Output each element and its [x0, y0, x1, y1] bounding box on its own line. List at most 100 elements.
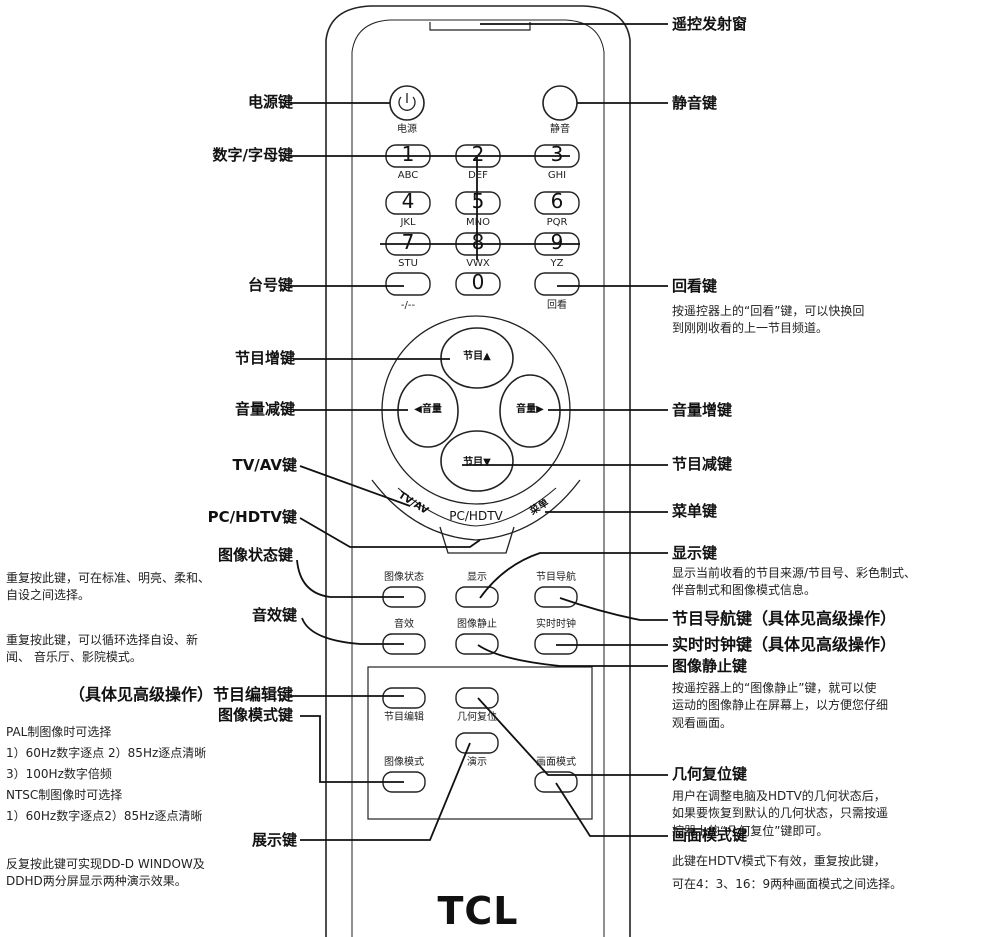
ir-window-callout: 遥控发射窗 — [672, 15, 748, 33]
display-key — [455, 586, 499, 608]
ir-window — [429, 22, 531, 31]
audio-description: 重复按此键，可以循环选择自设、新 闻、 音乐厅、影院模式。 — [6, 633, 199, 665]
vol-up-key — [499, 374, 561, 448]
digit-3[interactable]: 3 — [550, 142, 564, 166]
picture-mode-callout: 图像模式键 — [217, 706, 293, 724]
power-icon — [398, 93, 416, 111]
freeze-key — [455, 633, 499, 655]
mute-key-label: 静音 — [550, 124, 570, 135]
picture-mode-description: PAL制图像时可选择 1）60Hz数字逐点 2）85Hz逐点清晰 3）100Hz… — [6, 725, 207, 823]
digits-callout: 数字/字母键 — [212, 146, 293, 164]
ch-up-key — [440, 327, 514, 389]
geometry-reset-key — [455, 687, 499, 709]
digit-9[interactable]: 9 — [550, 230, 564, 254]
picture-mode-key-label: 图像模式 — [384, 757, 424, 768]
vol-down-callout: 音量减键 — [234, 400, 295, 418]
digit-2[interactable]: 2 — [471, 142, 485, 166]
letters-vwx: VWX — [466, 258, 490, 269]
letters-ghi: GHI — [547, 170, 567, 181]
vol-down-key — [397, 374, 459, 448]
power-key-label: 电源 — [397, 124, 417, 135]
program-edit-key — [382, 687, 426, 709]
menu-callout: 菜单键 — [672, 502, 718, 520]
ch-down-key — [440, 430, 514, 492]
mute-callout: 静音键 — [672, 94, 718, 112]
digit-0[interactable]: 0 — [471, 270, 485, 294]
screen-mode-description: 此键在HDTV模式下有效，重复按此键， 可在4：3、16：9两种画面模式之间选择… — [672, 854, 903, 891]
show-key-label: 演示 — [467, 757, 487, 768]
freeze-callout: 图像静止键 — [672, 657, 748, 675]
picture-state-callout: 图像状态键 — [217, 546, 293, 564]
ch-down-key-label[interactable]: 节目▼ — [463, 457, 491, 468]
program-nav-key — [534, 586, 578, 608]
audio-callout: 音效键 — [251, 606, 297, 624]
geometry-reset-key-label: 几何复位 — [457, 712, 497, 723]
digit-7[interactable]: 7 — [401, 230, 415, 254]
show-callout: 展示键 — [251, 831, 297, 849]
digit-key-4 — [385, 191, 431, 215]
picture-state-key-label: 图像状态 — [384, 572, 424, 583]
vol-up-key-label[interactable]: 音量▶ — [516, 404, 544, 415]
letters-yz: YZ — [550, 258, 564, 269]
channel-digit-key-label: -/-- — [400, 300, 416, 311]
digit-1[interactable]: 1 — [401, 142, 415, 166]
ch-up-callout: 节目增键 — [234, 349, 295, 367]
letters-stu: STU — [398, 258, 418, 269]
ch-up-key-label[interactable]: 节目▲ — [463, 351, 491, 362]
recall-callout: 回看键 — [672, 277, 718, 295]
letters-pqr: PQR — [546, 217, 568, 228]
channel-digit-callout: 台号键 — [247, 276, 293, 294]
show-description: 反复按此键可实现DD-D WINDOW及 DDHD两分屏显示两种演示效果。 — [6, 857, 205, 889]
vol-up-callout: 音量增键 — [672, 401, 733, 419]
digit-key-0 — [455, 272, 501, 296]
digit-8[interactable]: 8 — [471, 230, 485, 254]
letters-jkl: JKL — [400, 217, 416, 228]
digit-key-5 — [455, 191, 501, 215]
show-key — [455, 732, 499, 754]
audio-key-label: 音效 — [394, 619, 414, 630]
callout-lines — [290, 23, 668, 841]
program-nav-key-label: 节目导航 — [536, 572, 576, 583]
letters-abc: ABC — [397, 170, 419, 181]
recall-description: 按遥控器上的“回看”键，可以快换回 到刚刚收看的上一节目频道。 — [672, 304, 865, 336]
geometry-reset-callout: 几何复位键 — [672, 765, 748, 783]
tv-av-callout: TV/AV键 — [232, 456, 297, 474]
picture-state-description: 重复按此键，可在标准、明亮、柔和、 自设之间选择。 — [6, 571, 211, 603]
freeze-description: 按遥控器上的“图像静止”键，就可以使 运动的图像静止在屏幕上，以方便您仔细 观看… — [672, 681, 889, 730]
screen-mode-key — [534, 771, 578, 793]
letters-def: DEF — [468, 170, 488, 181]
ch-down-callout: 节目减键 — [672, 455, 733, 473]
recall-key-label: 回看 — [547, 300, 567, 311]
recall-key — [534, 272, 580, 296]
digit-5[interactable]: 5 — [471, 189, 485, 213]
screen-mode-key-label: 画面模式 — [536, 757, 576, 768]
realtime-clock-key-label: 实时时钟 — [536, 619, 576, 630]
digit-6[interactable]: 6 — [550, 189, 564, 213]
pc-hdtv-callout: PC/HDTV键 — [207, 508, 297, 526]
program-edit-callout: （具体见高级操作）节目编辑键 — [68, 685, 293, 704]
letters-mno: MNO — [466, 217, 490, 228]
program-nav-callout: 节目导航键（具体见高级操作） — [672, 609, 897, 628]
brand-logo: TCL — [437, 889, 519, 933]
lower-panel — [367, 666, 593, 820]
display-callout: 显示键 — [672, 544, 718, 562]
pc-hdtv-key-label[interactable]: PC/HDTV — [449, 509, 503, 523]
power-callout: 电源键 — [247, 93, 293, 111]
digit-key-6 — [534, 191, 580, 215]
program-edit-key-label: 节目编辑 — [384, 712, 424, 723]
channel-digit-key — [385, 272, 431, 296]
geometry-reset-description: 用户在调整电脑及HDTV的几何状态后， 如果要恢复到默认的几何状态，只需按遥 控… — [672, 789, 889, 838]
digit-4[interactable]: 4 — [401, 189, 415, 213]
realtime-clock-key — [534, 633, 578, 655]
display-key-label: 显示 — [467, 572, 487, 583]
realtime-clock-callout: 实时时钟键（具体见高级操作） — [672, 635, 897, 654]
mute-key — [542, 85, 578, 121]
vol-down-key-label[interactable]: ◀音量 — [414, 404, 442, 415]
display-description: 显示当前收看的节目来源/节目号、彩色制式、 伴音制式和图像模式信息。 — [672, 566, 917, 598]
center-lower-key — [439, 526, 515, 554]
screen-mode-callout: 画面模式键 — [672, 826, 748, 844]
freeze-key-label: 图像静止 — [457, 619, 497, 630]
remote-body-outline — [325, 5, 631, 937]
